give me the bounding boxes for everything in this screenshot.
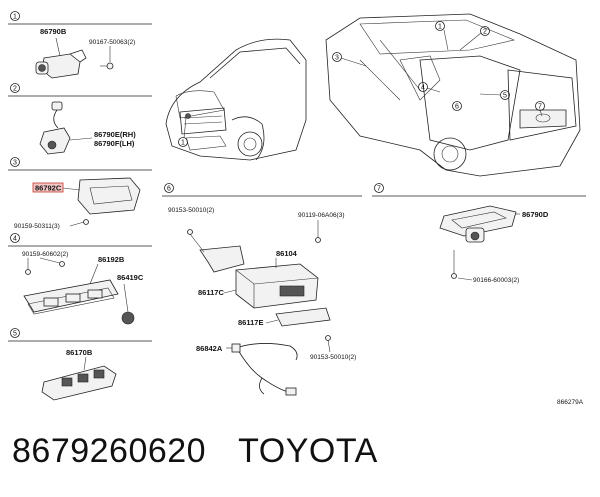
receiver-unit-icon: [187, 220, 331, 396]
section-5: 5 86170B: [8, 328, 152, 401]
label-86790F: 86790F(LH): [94, 139, 135, 148]
label-86790E: 86790E(RH): [94, 130, 136, 139]
section-1-number: 1: [13, 14, 17, 21]
knob-icon: [121, 283, 135, 325]
switch-panel-icon: [23, 257, 119, 315]
label-86104: 86104: [276, 249, 298, 258]
section-6-number: 6: [167, 186, 171, 193]
label-86792C: 86792C: [35, 184, 62, 193]
section-4: 4 90159-60602(2) 86192B 86419C: [8, 233, 152, 325]
callout-rear-7: 7: [538, 104, 542, 111]
label-86790B: 86790B: [40, 27, 67, 36]
screw-icon: [100, 46, 114, 70]
label-90159-50311: 90159-50311(3): [14, 223, 60, 230]
section-4-number: 4: [13, 236, 17, 243]
callout-rear-1: 1: [438, 24, 442, 31]
section-2: 2 86790E(RH) 86790F(LH): [8, 83, 152, 155]
label-90153-50010-a: 90153-50010(2): [168, 207, 214, 214]
label-86419C: 86419C: [117, 273, 144, 282]
section-1: 1 86790B 90167-50063(2): [8, 11, 152, 79]
reference-code: 866279A: [557, 399, 584, 406]
section-6: 6 90153-50010(2) 90119-06A06(3) 86104 86…: [162, 183, 362, 396]
callout-rear-2: 2: [483, 29, 487, 36]
label-86170B: 86170B: [66, 348, 93, 357]
callout-rear-5: 5: [503, 93, 507, 100]
section-7: 7 86790D 90166-60003(2): [372, 183, 586, 284]
section-7-number: 7: [377, 186, 381, 193]
label-90119-06A06: 90119-06A06(3): [298, 212, 345, 219]
section-3-number: 3: [13, 160, 17, 167]
label-86117C: 86117C: [198, 288, 224, 297]
callout-rear-4: 4: [421, 85, 425, 92]
label-90166-60003: 90166-60003(2): [473, 277, 519, 284]
control-module-icon: [62, 177, 141, 227]
callout-rear-3: 3: [335, 55, 339, 62]
rear-camera-86790D-icon: [439, 205, 520, 281]
label-90159-60602: 90159-60602(2): [22, 251, 68, 258]
section-3: 3 86792C 90159-50311(3): [8, 157, 152, 230]
section-2-number: 2: [13, 86, 17, 93]
brand-name: TOYOTA: [238, 432, 378, 470]
label-90153-50010-b: 90153-50010(2): [310, 354, 356, 361]
footer: 8679260620 TOYOTA: [12, 432, 378, 482]
vehicle-front-view: 1: [165, 38, 307, 161]
vehicle-rear-view: 1 2 3 4 5 6 7: [325, 13, 581, 177]
callout-front-1: 1: [181, 140, 185, 147]
side-camera-icon: [39, 101, 93, 155]
section-5-number: 5: [13, 331, 17, 338]
label-86192B: 86192B: [98, 255, 125, 264]
switch-unit-icon: [41, 356, 117, 401]
label-90167-50063: 90167-50063(2): [89, 39, 135, 46]
label-86790D: 86790D: [522, 210, 549, 219]
parts-diagram: 1 86790B 90167-50063(2) 2 86790E(RH) 867…: [8, 11, 586, 406]
callout-rear-6: 6: [455, 104, 459, 111]
label-86842A: 86842A: [196, 344, 223, 353]
camera-86790B-icon: [35, 37, 87, 79]
label-86117E: 86117E: [238, 318, 263, 327]
part-number: 8679260620: [12, 432, 207, 470]
